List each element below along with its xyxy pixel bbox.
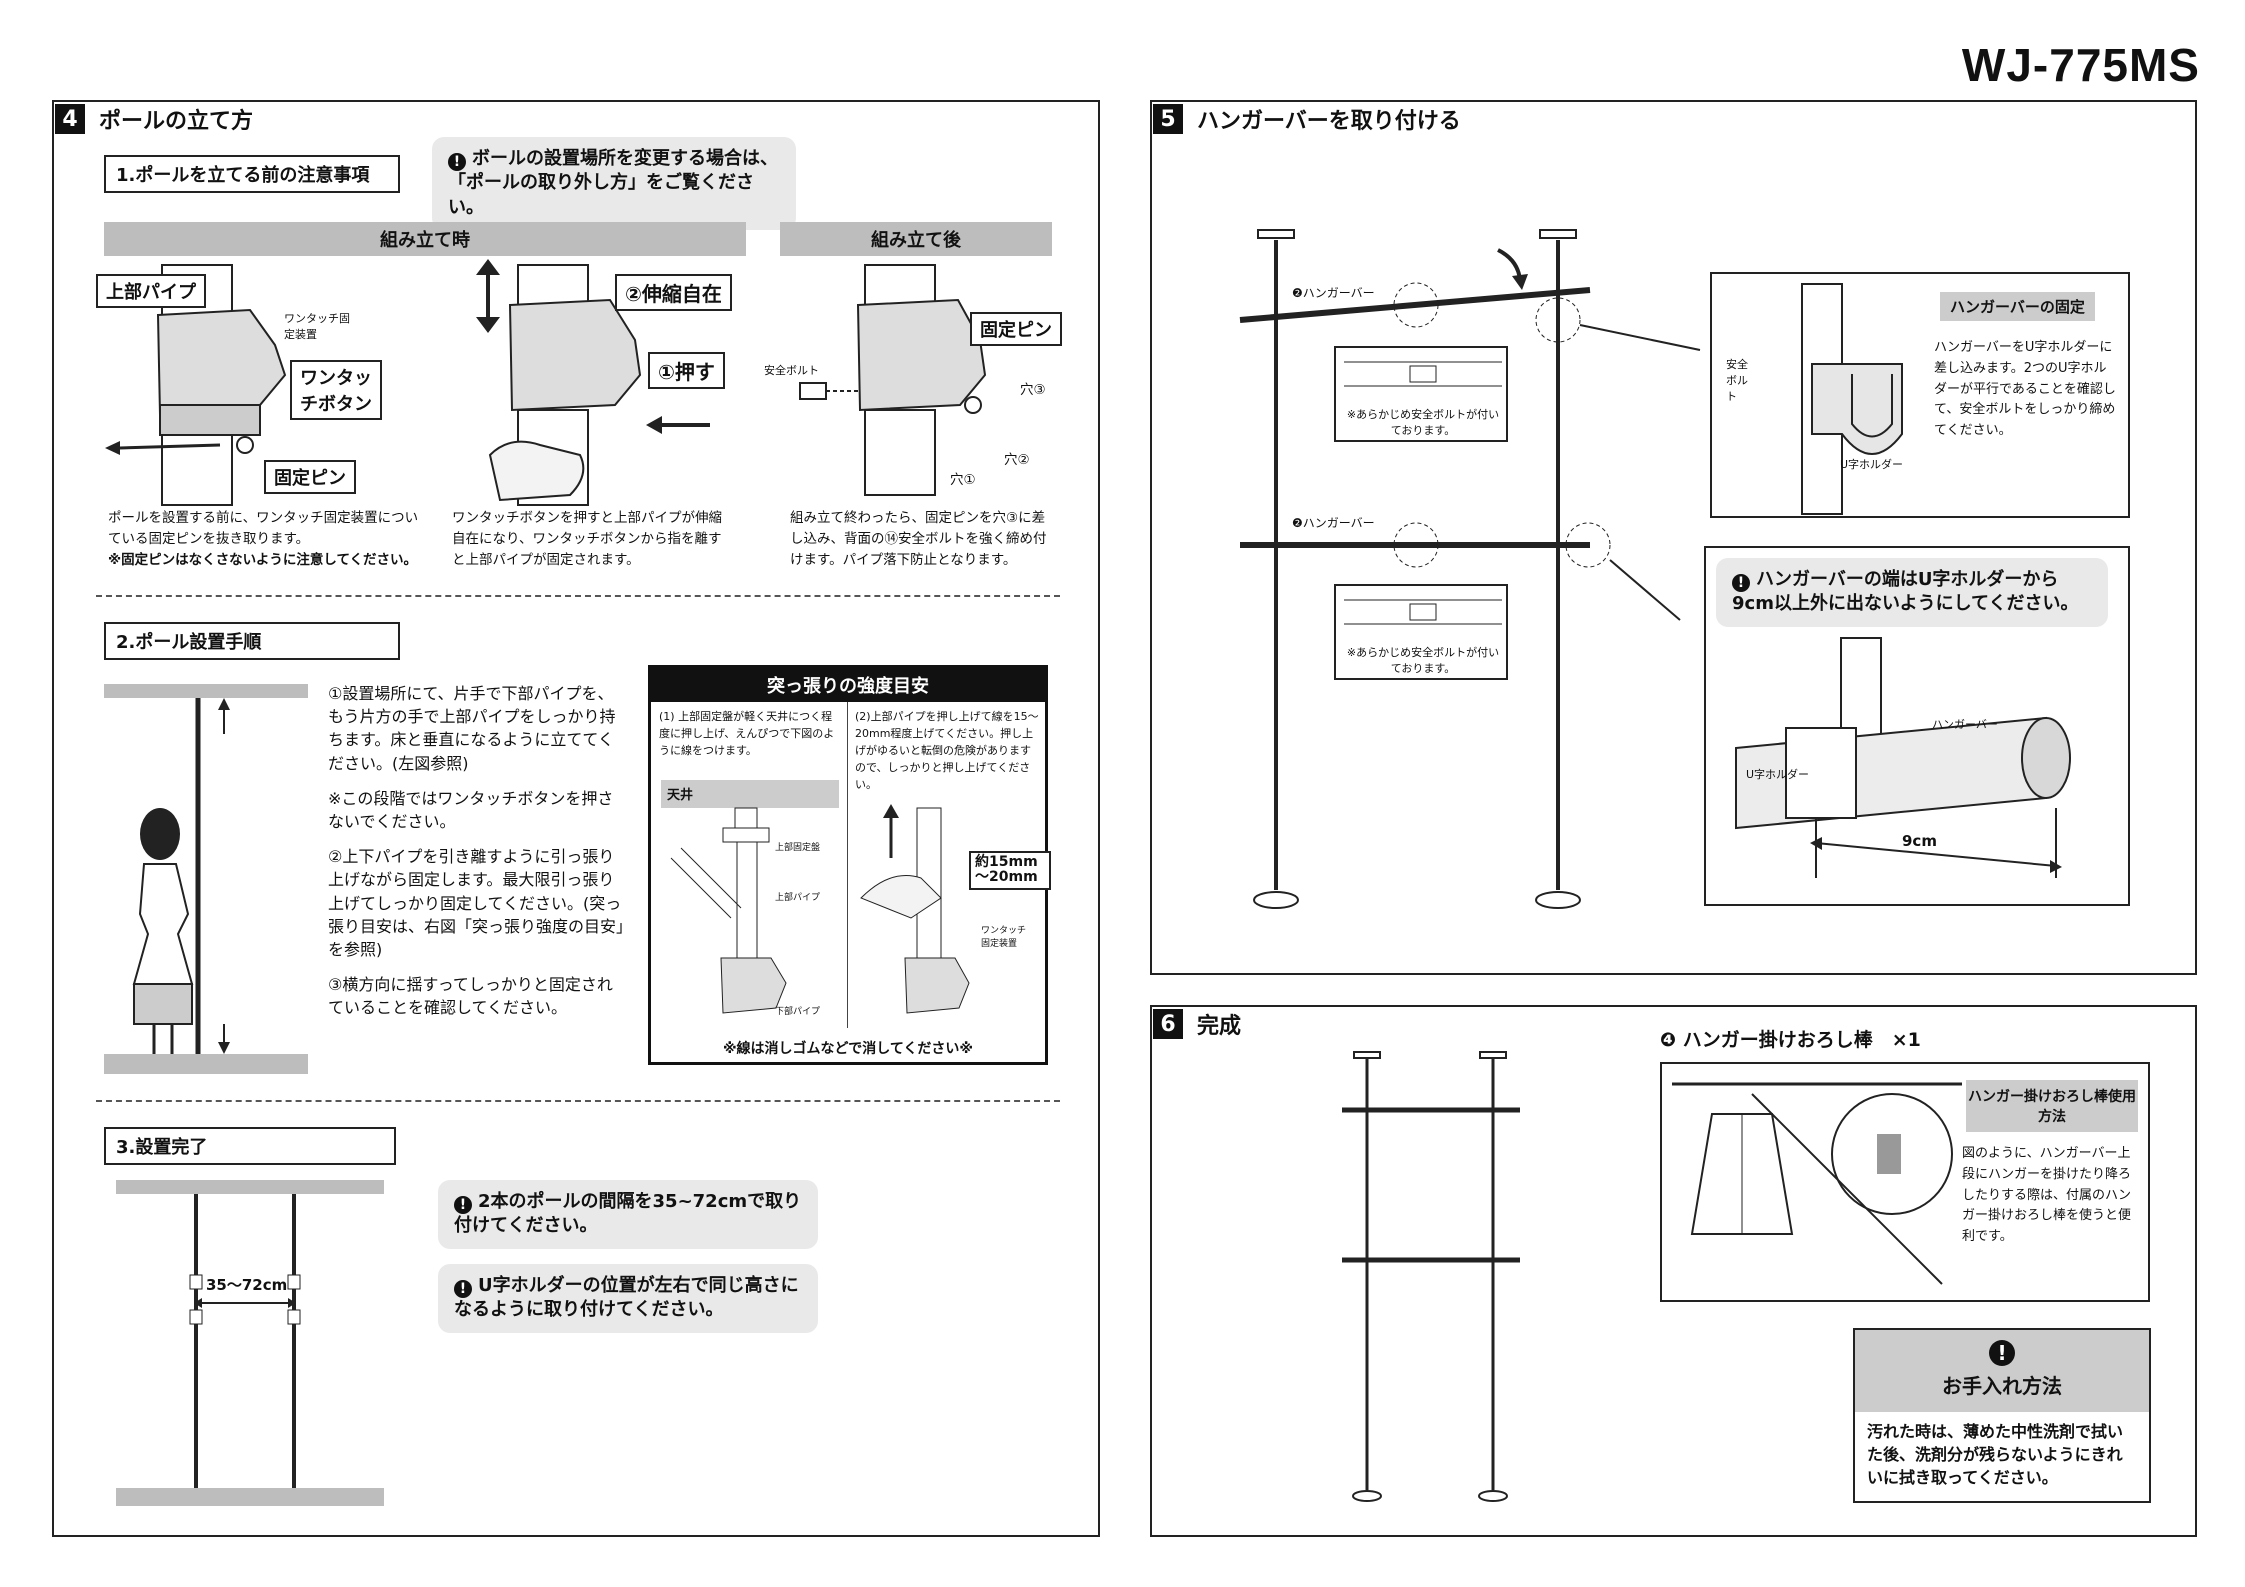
label-safety-bolt-2: 安全ボルト bbox=[1726, 358, 1748, 403]
hanger-bar-end-illustration bbox=[1735, 637, 2071, 878]
section4-header: 4 ポールの立て方 bbox=[55, 103, 253, 135]
warning-icon: ! bbox=[1732, 574, 1750, 593]
step-1: ①設置場所にて、片手で下部パイプを、もう片方の手で上部パイプをしっかり持ちます。… bbox=[328, 684, 616, 773]
bolt-detail-1: ※あらかじめ安全ボルトが付いております。 bbox=[1334, 346, 1508, 442]
onetouch-device-illustration-2 bbox=[476, 259, 710, 506]
section6-number: 6 bbox=[1153, 1009, 1183, 1039]
fix-title: ハンガーバーの固定 bbox=[1940, 292, 2095, 321]
warning-icon: ! bbox=[448, 153, 466, 172]
install-steps: ①設置場所にて、片手で下部パイプを、もう片方の手で上部パイプをしっかり持ちます。… bbox=[328, 682, 624, 1031]
strength-guide-left-illustration bbox=[670, 807, 787, 1014]
hanger-bar-label-2: ❷ハンガーバー bbox=[1292, 516, 1375, 530]
dim-9cm: 9cm bbox=[1902, 832, 1937, 850]
onetouch-device-illustration-1 bbox=[105, 264, 287, 506]
bolt-note-1: ※あらかじめ安全ボルトが付いております。 bbox=[1346, 408, 1500, 437]
section6-title: 完成 bbox=[1197, 1014, 1242, 1039]
label-upper-pipe-2: 上部パイプ bbox=[775, 893, 821, 903]
caption-1: ポールを設置する前に、ワンタッチ固定装置についている固定ピンを抜き取ります。 ※… bbox=[108, 510, 419, 568]
strength-guide-right-text: (2)上部パイプを押し上げて線を15～20mm程度上げてください。押し上げがゆる… bbox=[855, 710, 1039, 792]
sub3-title: 3.設置完了 bbox=[104, 1127, 396, 1165]
label-hole2: 穴② bbox=[1004, 452, 1030, 468]
divider-2 bbox=[96, 1100, 1060, 1102]
section6-panel bbox=[1150, 1005, 2197, 1537]
step-2: ②上下パイプを引き離すように引っ張り上げながら固定します。最大限引っ張り上げてし… bbox=[328, 847, 625, 959]
label-telescopic: ②伸縮自在 bbox=[615, 274, 732, 311]
hanger-bar-installation-illustration bbox=[1239, 229, 1701, 909]
completed-rack-illustration bbox=[1342, 1051, 1520, 1502]
bolt-detail-2-illustration bbox=[1344, 599, 1502, 625]
warning-icon: ! bbox=[1989, 1340, 2015, 1366]
label-onetouch-device: ワンタッチ固定装置 bbox=[284, 312, 350, 341]
note-height: !U字ホルダーの位置が左右で同じ高さになるように取り付けてください。 bbox=[438, 1264, 818, 1333]
section5-panel bbox=[1150, 100, 2197, 975]
warning-icon: ! bbox=[454, 1280, 472, 1299]
section4-number: 4 bbox=[55, 104, 85, 134]
stick-label: ❹ ハンガー掛けおろし棒 ×1 bbox=[1660, 1029, 1921, 1051]
bolt-note-2: ※あらかじめ安全ボルトが付いております。 bbox=[1346, 646, 1500, 675]
step-1-note: ※この段階ではワンタッチボタンを押さないでください。 bbox=[328, 788, 614, 831]
care-title: お手入れ方法 bbox=[1942, 1374, 2062, 1398]
section4-panel bbox=[52, 100, 1100, 1537]
label-push: ①押す bbox=[648, 352, 725, 389]
sub2-title: 2.ポール設置手順 bbox=[104, 622, 400, 660]
model-number: WJ-775MS bbox=[1961, 39, 2200, 91]
installed-poles-illustration bbox=[116, 1180, 384, 1506]
sub1-note: !ボールの設置場所を変更する場合は、「ポールの取り外し方」をご覧ください。 bbox=[432, 137, 796, 231]
strength-guide-left-text: (1) 上部固定盤が軽く天井につく程度に押し上げ、えんぴつで下図のように線をつけ… bbox=[659, 710, 835, 758]
section5-header: 5 ハンガーバーを取り付ける bbox=[1153, 103, 1461, 135]
strength-guide-title: 突っ張りの強度目安 bbox=[651, 668, 1045, 702]
label-u-holder: U字ホルダー bbox=[1840, 458, 1904, 471]
bar-after-assembly: 組み立て後 bbox=[780, 222, 1052, 256]
u-holder-illustration bbox=[1801, 283, 1903, 515]
label-upper-disc: 上部固定盤 bbox=[775, 843, 821, 853]
strength-guide-footer: ※線は消しゴムなどで消してください※ bbox=[722, 1041, 974, 1057]
stick-usage-illustration bbox=[1672, 1082, 1962, 1285]
label-safety-bolt: 安全ボルト bbox=[764, 364, 819, 377]
care-text: 汚れた時は、薄めた中性洗剤で拭いた後、洗剤分が残らないようにきれいに拭き取ってく… bbox=[1867, 1422, 2124, 1488]
label-upper-pipe: 上部パイプ bbox=[96, 274, 206, 308]
warning-icon: ! bbox=[454, 1196, 472, 1215]
spacing-label: 35～72cm bbox=[206, 1274, 288, 1295]
onetouch-device-illustration-3 bbox=[799, 264, 987, 496]
sub1-title: 1.ポールを立てる前の注意事項 bbox=[104, 155, 400, 193]
label-onetouch-button: ワンタッチボタン bbox=[290, 360, 382, 420]
strength-guide-ceiling: 天井 bbox=[661, 780, 839, 808]
label-fixed-pin: 固定ピン bbox=[264, 460, 356, 494]
label-approx: 約15mm ～20mm bbox=[969, 851, 1051, 890]
step-3: ③横方向に揺すってしっかりと固定されていることを確認してください。 bbox=[328, 975, 613, 1018]
bolt-detail-1-illustration bbox=[1344, 361, 1502, 387]
hanger-bar-fix-box: 安全ボルト U字ホルダー ハンガーバーの固定 ハンガーバーをU字ホルダーに差し込… bbox=[1710, 272, 2130, 518]
strength-guide-separator bbox=[847, 702, 848, 1028]
label-hanger-bar: ハンガーバー bbox=[1932, 718, 1998, 731]
section4-title: ポールの立て方 bbox=[99, 109, 254, 134]
label-hole3: 穴③ bbox=[1020, 382, 1046, 398]
caption-2: ワンタッチボタンを押すと上部パイプが伸縮自在になり、ワンタッチボタンから指を離す… bbox=[452, 510, 722, 568]
divider-1 bbox=[96, 595, 1060, 597]
section6-header: 6 完成 bbox=[1153, 1008, 1241, 1040]
section5-title: ハンガーバーを取り付ける bbox=[1197, 109, 1461, 134]
caption-3: 組み立て終わったら、固定ピンを穴③に差し込み、背面の⑭安全ボルトを強く締め付けま… bbox=[790, 510, 1047, 568]
label-onetouch-2: ワンタッチ固定装置 bbox=[981, 926, 1027, 949]
note-spacing: !2本のポールの間隔を35~72cmで取り付けてください。 bbox=[438, 1180, 818, 1249]
usage-text: 図のように、ハンガーバー上段にハンガーを掛けたり降ろしたりする際は、付属のハンガ… bbox=[1962, 1146, 2132, 1245]
hanger-bar-label-1: ❷ハンガーバー bbox=[1292, 286, 1375, 300]
care-box: ! お手入れ方法 汚れた時は、薄めた中性洗剤で拭いた後、洗剤分が残らないようにき… bbox=[1853, 1328, 2151, 1503]
section5-number: 5 bbox=[1153, 104, 1183, 134]
fix-text: ハンガーバーをU字ホルダーに差し込みます。2つのU字ホルダーが平行であることを確… bbox=[1934, 340, 2116, 439]
label-hole1: 穴① bbox=[950, 472, 976, 488]
care-header: ! お手入れ方法 bbox=[1855, 1330, 2149, 1412]
stick-usage-box: ハンガー掛けおろし棒使用方法 図のように、ハンガーバー上段にハンガーを掛けたり降… bbox=[1660, 1062, 2150, 1302]
strength-guide-right-illustration bbox=[860, 804, 970, 1014]
strength-guide-box: 突っ張りの強度目安 (1) 上部固定盤が軽く天井につく程度に押し上げ、えんぴつで… bbox=[648, 665, 1051, 1065]
label-u-holder-2: U字ホルダー bbox=[1746, 768, 1810, 781]
bar-during-assembly: 組み立て時 bbox=[104, 222, 746, 256]
bolt-detail-2: ※あらかじめ安全ボルトが付いております。 bbox=[1334, 584, 1508, 680]
woman-installing-pole-illustration bbox=[104, 684, 308, 1074]
label-lower-pipe: 下部パイプ bbox=[775, 1007, 821, 1017]
usage-title: ハンガー掛けおろし棒使用方法 bbox=[1966, 1080, 2138, 1132]
label-fixed-pin-2: 固定ピン bbox=[970, 312, 1062, 346]
hanger-bar-end-box: !ハンガーバーの端はU字ホルダーから9cm以上外に出ないようにしてください。 ハ… bbox=[1704, 546, 2130, 906]
end-note: !ハンガーバーの端はU字ホルダーから9cm以上外に出ないようにしてください。 bbox=[1716, 558, 2108, 627]
